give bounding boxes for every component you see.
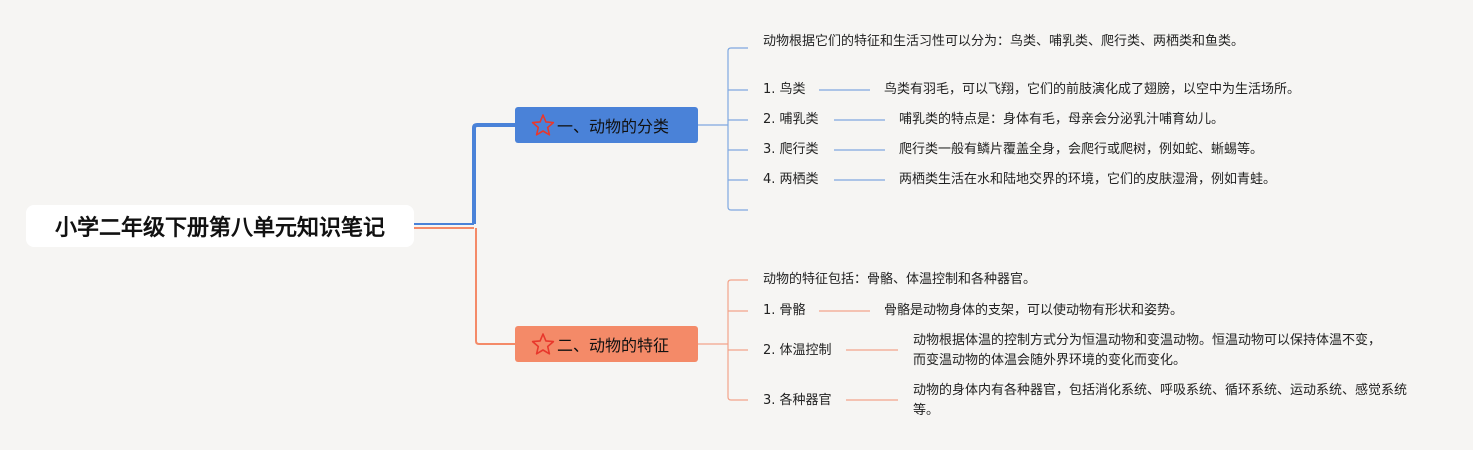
- item-bird-label[interactable]: 1. 鸟类: [763, 82, 806, 97]
- root-title: 小学二年级下册第八单元知识笔记: [54, 216, 385, 241]
- item-temperature-detail: 动物根据体温的控制方式分为恒温动物和变温动物。恒温动物可以保持体温不变，而变温动…: [913, 333, 1382, 368]
- branch-1-intro: 动物根据它们的特征和生活习性可以分为：鸟类、哺乳类、爬行类、两栖类和鱼类。: [763, 34, 1245, 49]
- connector-branch-2: [475, 228, 515, 345]
- branch-label: 一、动物的分类: [557, 117, 670, 136]
- item-organs-detail: 动物的身体内有各种器官，包括消化系统、呼吸系统、循环系统、运动系统、感觉系统等。: [913, 383, 1408, 418]
- bracket-branch-2: [698, 279, 748, 401]
- item-reptile-label[interactable]: 3. 爬行类: [763, 142, 819, 157]
- item-skeleton-detail: 骨骼是动物身体的支架，可以使动物有形状和姿势。: [884, 303, 1184, 318]
- connector-branch-1: [472, 123, 515, 224]
- branch-animal-classification[interactable]: 一、动物的分类: [515, 107, 698, 143]
- root-topic[interactable]: 小学二年级下册第八单元知识笔记: [26, 205, 414, 247]
- branch-label: 二、动物的特征: [557, 336, 670, 355]
- item-skeleton-label[interactable]: 1. 骨骼: [763, 303, 806, 318]
- item-bird-detail: 鸟类有羽毛，可以飞翔，它们的前肢演化成了翅膀，以空中为生活场所。: [884, 82, 1301, 97]
- branch-animal-features[interactable]: 二、动物的特征: [515, 326, 698, 362]
- star-icon: [531, 114, 555, 136]
- item-temperature-label[interactable]: 2. 体温控制: [763, 343, 832, 358]
- item-mammal-label[interactable]: 2. 哺乳类: [763, 112, 819, 127]
- star-icon: [531, 333, 555, 355]
- item-reptile-detail: 爬行类一般有鳞片覆盖全身，会爬行或爬树，例如蛇、蜥蜴等。: [899, 142, 1264, 157]
- item-organs-label[interactable]: 3. 各种器官: [763, 393, 832, 408]
- item-amphibian-label[interactable]: 4. 两栖类: [763, 172, 819, 187]
- branch-2-intro: 动物的特征包括：骨骼、体温控制和各种器官。: [763, 272, 1037, 287]
- item-mammal-detail: 哺乳类的特点是：身体有毛，母亲会分泌乳汁哺育幼儿。: [899, 112, 1225, 127]
- bracket-branch-1: [698, 47, 748, 211]
- item-amphibian-detail: 两栖类生活在水和陆地交界的环境，它们的皮肤湿滑，例如青蛙。: [899, 172, 1277, 187]
